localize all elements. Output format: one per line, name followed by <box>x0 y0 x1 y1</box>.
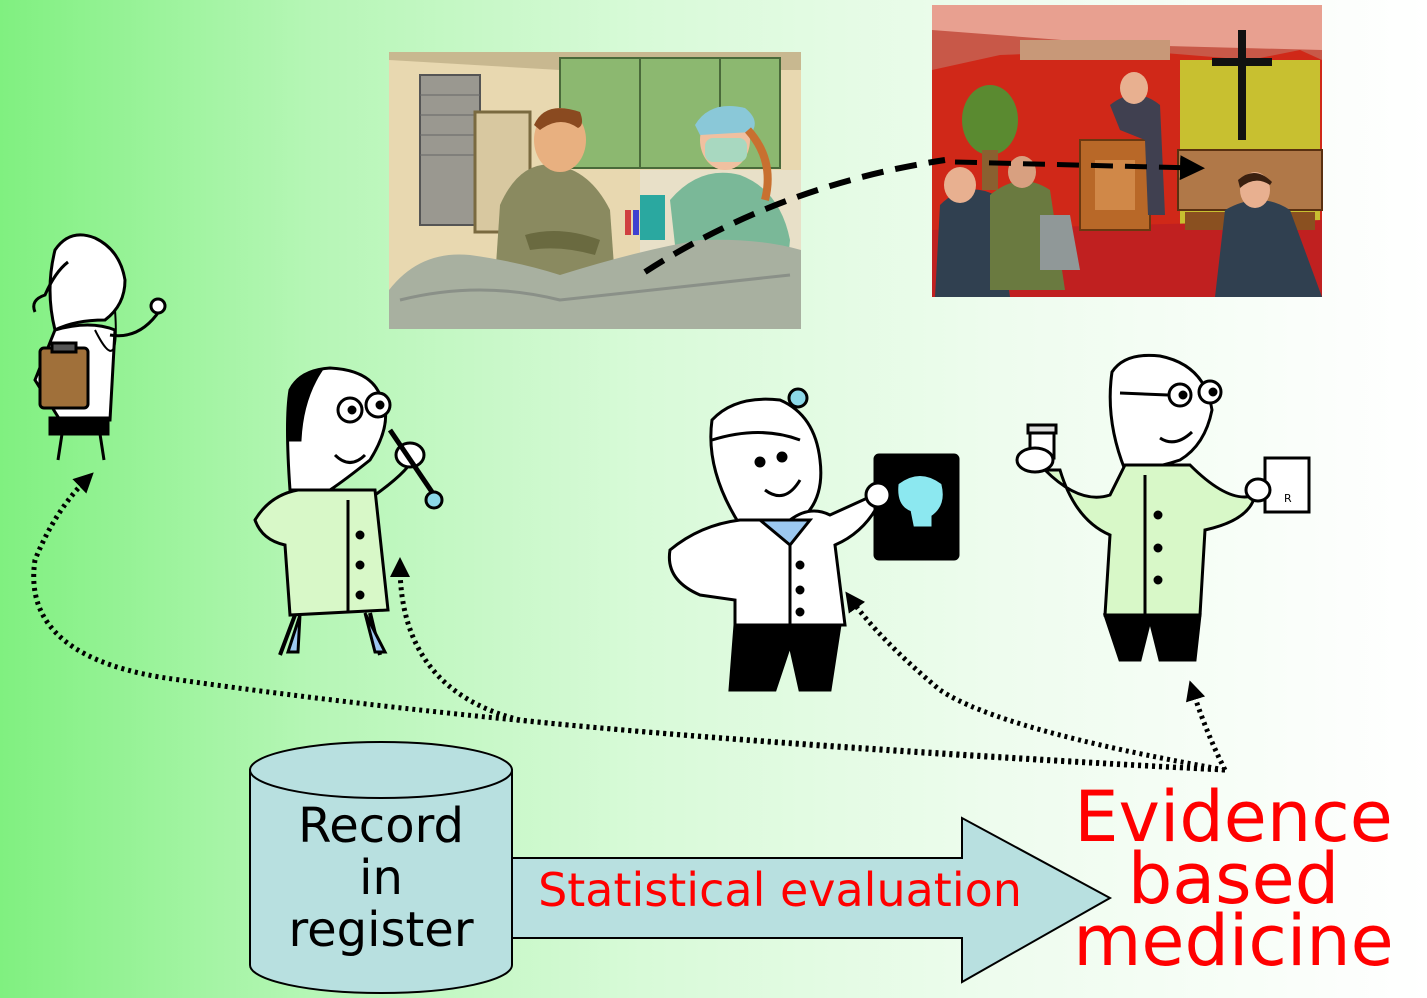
rx-label: R <box>1284 492 1292 505</box>
feedback-arrows <box>31 472 1228 773</box>
register-line-3: register <box>288 902 474 958</box>
ebm-line-3: medicine <box>1073 900 1394 982</box>
statistical-evaluation-arrow <box>511 816 1113 984</box>
researcher-figure <box>253 366 444 656</box>
funeral-to-casket-connector <box>954 155 1205 181</box>
arrow-to-researcher <box>390 557 1226 773</box>
ebm-line-1: Evidence <box>1074 776 1393 858</box>
statistical-evaluation-label: Statistical evaluation <box>510 862 1050 918</box>
autopsy-scene-image <box>389 52 801 329</box>
register-label: Record in register <box>250 800 512 956</box>
arrow-to-nurse <box>31 472 1226 773</box>
funeral-scene-image <box>932 5 1323 297</box>
ebm-line-2: based <box>1127 838 1340 920</box>
statistical-evaluation-text: Statistical evaluation <box>538 863 1022 917</box>
register-cylinder <box>249 741 513 994</box>
autopsy-to-funeral-connector <box>643 157 946 275</box>
register-line-2: in <box>359 850 403 906</box>
radiologist-figure <box>667 387 960 692</box>
pharmacist-figure <box>1015 353 1311 662</box>
evidence-based-medicine-label: Evidence based medicine <box>1040 776 1427 982</box>
nurse-figure <box>32 233 167 461</box>
arrow-to-pharmacist <box>1185 680 1228 772</box>
arrow-to-radiologist <box>845 591 1226 773</box>
register-line-1: Record <box>298 798 464 854</box>
